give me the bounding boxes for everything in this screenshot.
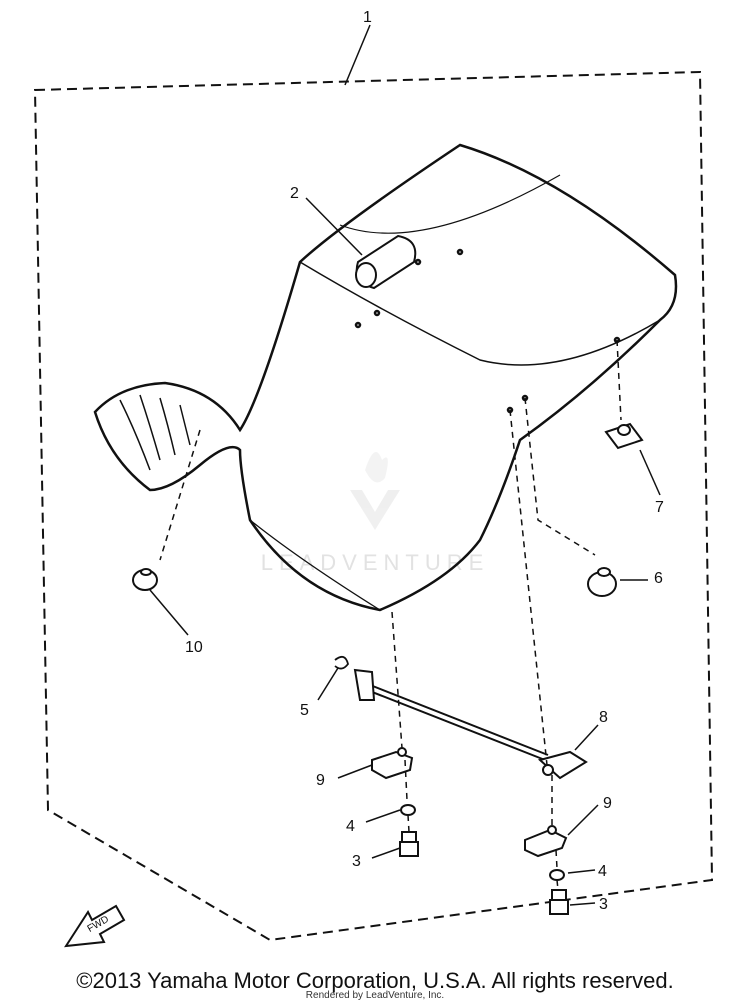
part-4-washer-left xyxy=(400,804,416,816)
rendered-by-credit: Rendered by LeadVenture, Inc. xyxy=(305,990,445,1001)
callout-5: 5 xyxy=(300,702,309,719)
callout-4-left: 4 xyxy=(346,818,355,835)
part-7-clip xyxy=(604,422,644,450)
part-3-bolt-left xyxy=(399,831,419,857)
callout-10: 10 xyxy=(185,639,203,656)
part-2-pad xyxy=(355,234,417,290)
part-5-pin xyxy=(334,655,349,670)
watermark-logo xyxy=(350,452,400,530)
callout-6: 6 xyxy=(654,570,663,587)
callout-9-right: 9 xyxy=(603,795,612,812)
assembly-boundary xyxy=(33,70,714,942)
callout-3-right: 3 xyxy=(599,896,608,913)
seat xyxy=(93,143,678,612)
part-6-damper xyxy=(587,567,617,597)
part-10-damper xyxy=(132,568,158,591)
callout-4-right: 4 xyxy=(598,863,607,880)
part-4-washer-right xyxy=(549,869,565,881)
leader-lines xyxy=(149,24,661,906)
callout-8: 8 xyxy=(599,709,608,726)
callout-2: 2 xyxy=(290,185,299,202)
callout-7: 7 xyxy=(655,499,664,516)
callout-1: 1 xyxy=(363,9,372,26)
callout-3-left: 3 xyxy=(352,853,361,870)
fwd-arrow-icon: FWD xyxy=(64,904,126,948)
part-9-bracket-left xyxy=(371,747,414,780)
copyright-footer: ©2013 Yamaha Motor Corporation, U.S.A. A… xyxy=(76,968,674,993)
callout-9-left: 9 xyxy=(316,772,325,789)
part-9-bracket-right xyxy=(524,825,568,858)
part-3-bolt-right xyxy=(549,889,569,915)
watermark-text: LEADVENTURE xyxy=(261,550,490,575)
part-8-rod xyxy=(353,668,588,780)
